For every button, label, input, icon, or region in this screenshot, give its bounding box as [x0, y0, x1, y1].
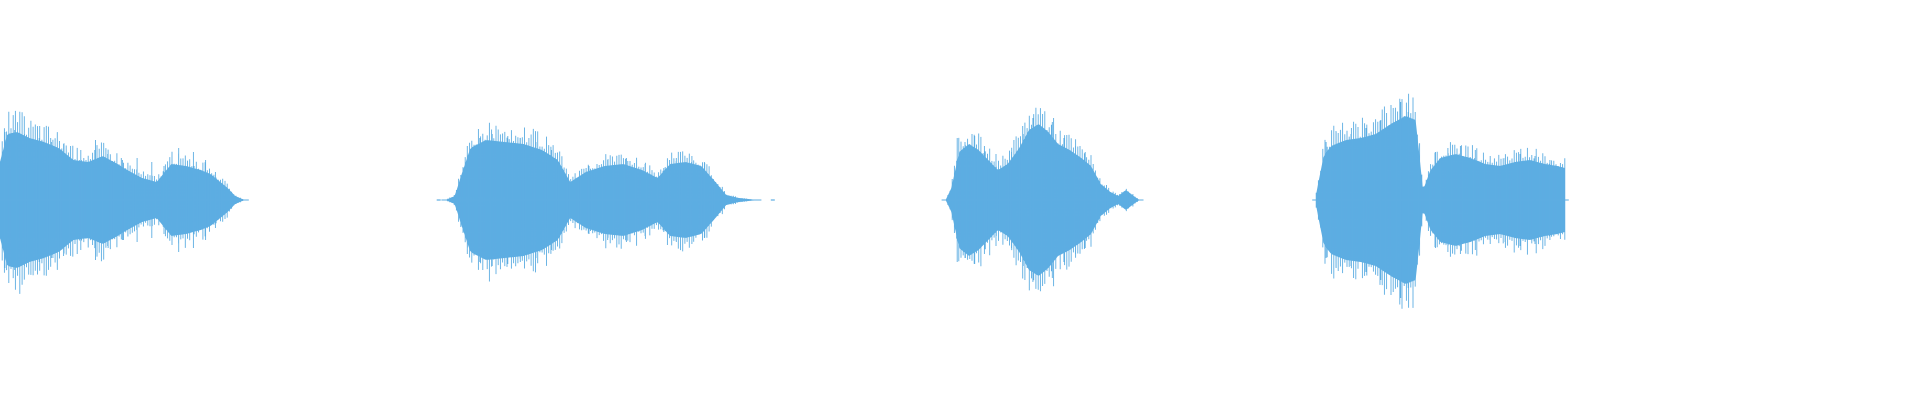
- waveform-burst-2: [441, 122, 762, 282]
- waveform-burst-3: [941, 107, 1144, 292]
- waveform-burst-4: [1312, 93, 1569, 309]
- waveform-burst-1: [0, 110, 249, 294]
